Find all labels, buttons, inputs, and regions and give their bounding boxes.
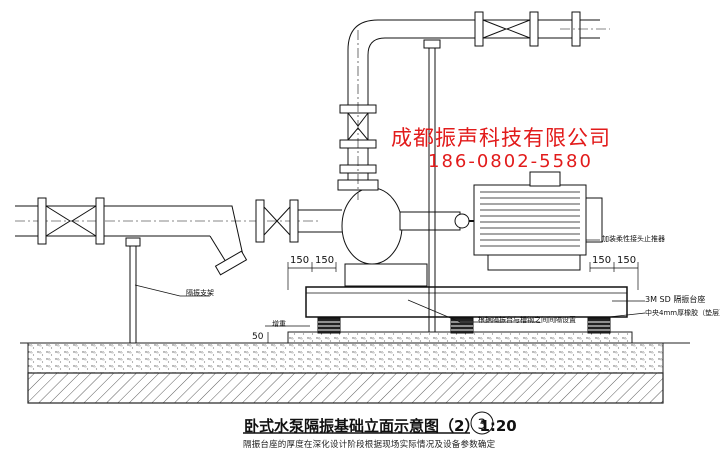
label-pad: 中央4mm厚橡胶（垫层）	[645, 309, 720, 317]
discharge-pipe	[339, 11, 610, 200]
dim-height: 50	[252, 332, 264, 342]
company-name: 成都振声科技有限公司	[391, 126, 611, 150]
label-flex-note: 加装柔性接头止推器	[602, 235, 665, 243]
concrete-pad	[287, 331, 633, 344]
drawing-caption: 隔振台座的厚度在深化设计阶段根据现场实际情况及设备参数确定	[243, 440, 496, 450]
dim-left-2: 150	[315, 255, 335, 266]
drawing-number-circle	[470, 411, 494, 435]
dim-right-2: 150	[617, 255, 637, 266]
dim-left-1: 150	[290, 255, 310, 266]
pump	[337, 179, 470, 287]
inertia-base	[305, 286, 628, 318]
dim-right-1: 150	[592, 255, 612, 266]
dimension-lines	[267, 262, 639, 343]
label-platform: 3M SD 隔振台座	[645, 295, 706, 304]
label-ballast: 增重	[272, 320, 286, 328]
drawing-number: 3	[478, 417, 487, 433]
drawing-title: 卧式水泵隔振基础立面示意图（2）1:20	[244, 417, 517, 435]
company-phone: 186-0802-5580	[428, 151, 593, 172]
suction-pipe	[15, 197, 342, 276]
label-support: 隔振支架	[186, 289, 214, 297]
motor	[460, 171, 603, 271]
label-isolator-note: 根据隔振台与槽钢之间间隔设置	[478, 316, 576, 324]
pipe-supports	[125, 39, 441, 343]
leader-lines	[134, 239, 646, 327]
spring-isolators	[317, 317, 611, 334]
ground-slab	[20, 342, 690, 404]
